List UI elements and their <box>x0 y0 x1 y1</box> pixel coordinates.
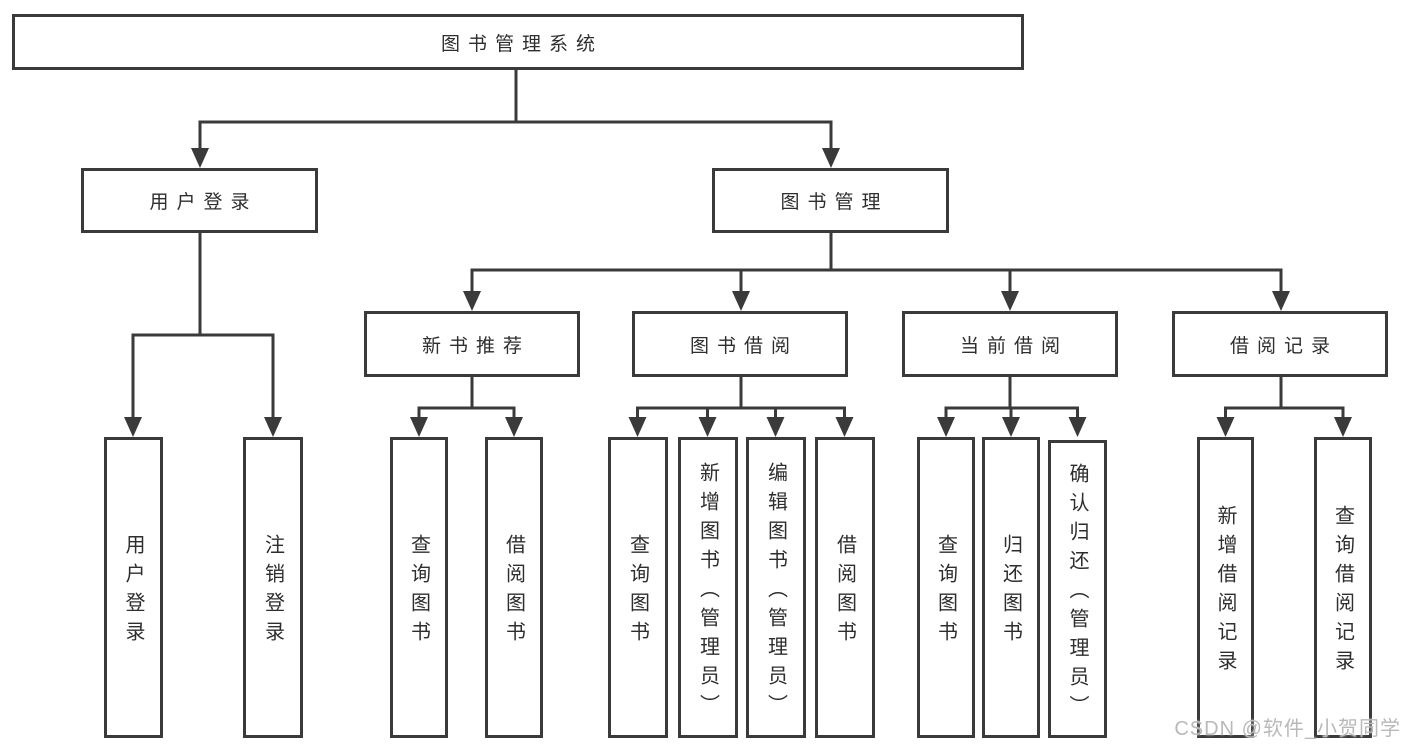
node-label: 查询借阅记录 <box>1331 505 1354 679</box>
node-new-book-recommendation: 新书推荐 <box>364 311 580 377</box>
node-label: 用户登录 <box>122 534 144 650</box>
leaf-recommend-borrow-books: 借阅图书 <box>485 437 543 738</box>
node-label: 注销登录 <box>261 534 284 650</box>
node-label: 新书推荐 <box>421 335 530 357</box>
node-label: 图书管理系统 <box>440 33 603 55</box>
node-label: 编辑图书（管理员） <box>764 461 787 723</box>
leaf-add-books-admin: 新增图书（管理员） <box>678 437 738 738</box>
node-label: 新增借阅记录 <box>1214 505 1236 679</box>
node-borrowing-records: 借阅记录 <box>1172 311 1388 377</box>
node-label: 归还图书 <box>999 534 1022 650</box>
node-label: 确认归还（管理员） <box>1066 463 1088 724</box>
node-label: 查询图书 <box>626 534 649 650</box>
node-label: 新增图书（管理员） <box>696 461 719 723</box>
leaf-confirm-return-admin: 确认归还（管理员） <box>1048 440 1107 738</box>
node-label: 查询图书 <box>934 534 957 650</box>
node-label: 图书借阅 <box>689 335 798 357</box>
node-current-borrowing: 当前借阅 <box>902 311 1118 377</box>
node-label: 借阅图书 <box>502 534 525 650</box>
leaf-recommend-query-books: 查询图书 <box>390 437 448 738</box>
node-label: 用户登录 <box>149 192 258 213</box>
leaf-add-borrow-record: 新增借阅记录 <box>1197 437 1254 738</box>
node-label: 借阅图书 <box>833 534 856 650</box>
leaf-query-borrow-record: 查询借阅记录 <box>1314 437 1372 738</box>
leaf-current-query-books: 查询图书 <box>917 437 975 738</box>
arrowheads <box>124 148 1352 437</box>
node-label: 当前借阅 <box>959 335 1068 357</box>
leaf-borrowing-query-books: 查询图书 <box>608 437 668 738</box>
node-user-login: 用户登录 <box>81 168 318 233</box>
node-book-management: 图书管理 <box>712 168 949 233</box>
leaf-user-login: 用户登录 <box>104 437 163 738</box>
node-library-management-system: 图书管理系统 <box>12 14 1024 70</box>
node-book-borrowing: 图书借阅 <box>632 311 848 377</box>
node-label: 查询图书 <box>407 534 430 650</box>
leaf-logout: 注销登录 <box>243 437 303 738</box>
csdn-watermark: CSDN @软件_小贺同学 <box>1174 718 1401 740</box>
leaf-return-books: 归还图书 <box>982 437 1040 738</box>
leaf-edit-books-admin: 编辑图书（管理员） <box>746 437 806 738</box>
node-label: 借阅记录 <box>1229 335 1338 357</box>
leaf-borrowing-borrow-books: 借阅图书 <box>815 437 875 738</box>
node-label: 图书管理 <box>780 192 889 213</box>
